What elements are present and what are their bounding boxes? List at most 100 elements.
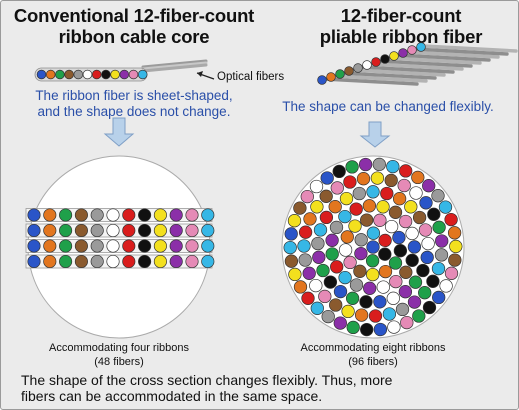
stacked-fiber <box>43 208 57 222</box>
packed-fiber <box>397 178 411 193</box>
packed-fiber <box>354 233 368 247</box>
optical-fibers-arrowhead <box>197 71 203 77</box>
packed-fiber <box>300 189 314 204</box>
stacked-fiber <box>90 239 104 253</box>
packed-fiber <box>298 225 313 239</box>
stacked-fiber <box>59 223 73 238</box>
stacked-fiber <box>122 254 136 269</box>
pliable-fiber-tail <box>367 62 464 71</box>
packed-fiber <box>405 253 419 267</box>
packed-fiber <box>356 172 371 186</box>
packed-fiber <box>301 291 315 305</box>
stacked-fiber <box>27 254 41 269</box>
stacked-fiber <box>153 254 167 269</box>
packed-fiber <box>329 298 343 312</box>
ribbon-fiber <box>91 69 102 80</box>
packed-fiber <box>323 275 338 289</box>
packed-fiber <box>421 236 435 251</box>
packed-fiber <box>363 281 377 295</box>
pliable-fiber-tail <box>412 47 509 56</box>
stacked-fiber <box>27 208 41 222</box>
packed-fiber <box>412 309 426 323</box>
stacked-fiber <box>201 239 215 253</box>
packed-fiber <box>384 219 399 234</box>
ribbon-fiber-tail <box>141 63 208 73</box>
packed-fiber <box>346 320 360 335</box>
stacked-fiber <box>169 208 183 222</box>
packed-fiber <box>330 260 344 274</box>
packed-fiber <box>321 309 335 324</box>
stacked-fiber <box>74 239 88 253</box>
packed-fiber <box>332 164 346 179</box>
packed-fiber <box>303 212 317 226</box>
packed-fiber <box>333 284 348 299</box>
packed-fiber <box>395 302 410 317</box>
packed-fiber <box>392 230 406 245</box>
left-title-line2: ribbon cable core <box>58 26 210 47</box>
pliable-fiber-tail <box>340 71 437 80</box>
stacked-fiber <box>90 223 104 238</box>
stacked-fiber <box>122 208 136 222</box>
packed-fiber <box>338 209 352 224</box>
stacked-fiber <box>122 239 136 253</box>
stacked-fiber <box>59 239 73 253</box>
packed-fiber <box>419 196 433 210</box>
packed-fiber <box>393 244 408 258</box>
packed-fiber <box>302 266 316 280</box>
optical-fibers-label: Optical fibers <box>217 71 285 83</box>
pliable-fiber <box>362 60 372 70</box>
ribbon-fiber <box>55 69 65 80</box>
packed-fiber <box>360 213 374 227</box>
packed-fiber <box>338 243 353 257</box>
right-caption-text: The shape can be changed flexibly. <box>282 99 494 114</box>
packed-fiber <box>431 189 445 203</box>
stacked-fiber <box>169 223 183 238</box>
packed-fiber <box>349 278 364 292</box>
packed-fiber <box>319 189 333 203</box>
packed-fiber <box>412 210 427 225</box>
pliable-fiber <box>371 57 381 67</box>
packed-fiber <box>389 274 403 289</box>
right-pliable-ribbon <box>317 42 518 86</box>
packed-fiber <box>325 247 339 261</box>
left-title: Conventional 12-fiber-count ribbon cable… <box>3 5 265 47</box>
left-flat-ribbon <box>34 59 208 82</box>
packed-fiber <box>360 322 374 337</box>
packed-fiber <box>311 236 325 251</box>
packed-fiber <box>432 290 446 305</box>
packed-fiber <box>411 170 425 185</box>
packed-fiber <box>368 309 383 323</box>
left-title-line1: Conventional 12-fiber-count <box>13 5 255 26</box>
packed-fiber <box>398 285 413 299</box>
right-title-line2: pliable ribbon fiber <box>319 26 483 47</box>
packed-fiber <box>376 200 390 214</box>
footer-text: The shape of the cross section changes f… <box>21 372 511 404</box>
stacked-fiber <box>138 254 152 269</box>
right-title: 12-fiber-count pliable ribbon fiber <box>289 5 513 47</box>
pliable-fiber-tail <box>421 44 518 53</box>
stacked-fiber <box>201 254 215 269</box>
stacked-fiber <box>27 223 41 238</box>
packed-fiber <box>449 239 463 254</box>
packed-fiber <box>432 220 446 234</box>
stacked-fiber <box>185 223 199 238</box>
stacked-fiber <box>185 208 199 222</box>
packed-fiber <box>416 263 430 278</box>
stacked-fiber <box>138 239 152 253</box>
packed-fiber <box>328 200 342 214</box>
packed-fiber <box>388 205 403 219</box>
ribbon-fiber <box>36 69 47 80</box>
packed-fiber <box>320 171 334 185</box>
pliable-fiber <box>407 45 417 55</box>
packed-fiber <box>288 267 302 282</box>
stacked-fiber <box>43 223 57 238</box>
stacked-fiber <box>74 254 88 269</box>
stacked-fiber <box>90 254 104 269</box>
packed-fiber <box>388 256 403 270</box>
packed-fiber <box>439 279 453 293</box>
left-caption-line2: and the shape does not change. <box>37 104 231 119</box>
packed-fiber <box>352 186 366 201</box>
packed-fiber <box>318 289 332 304</box>
stacked-fiber <box>201 208 215 222</box>
stacked-fiber <box>138 223 152 238</box>
